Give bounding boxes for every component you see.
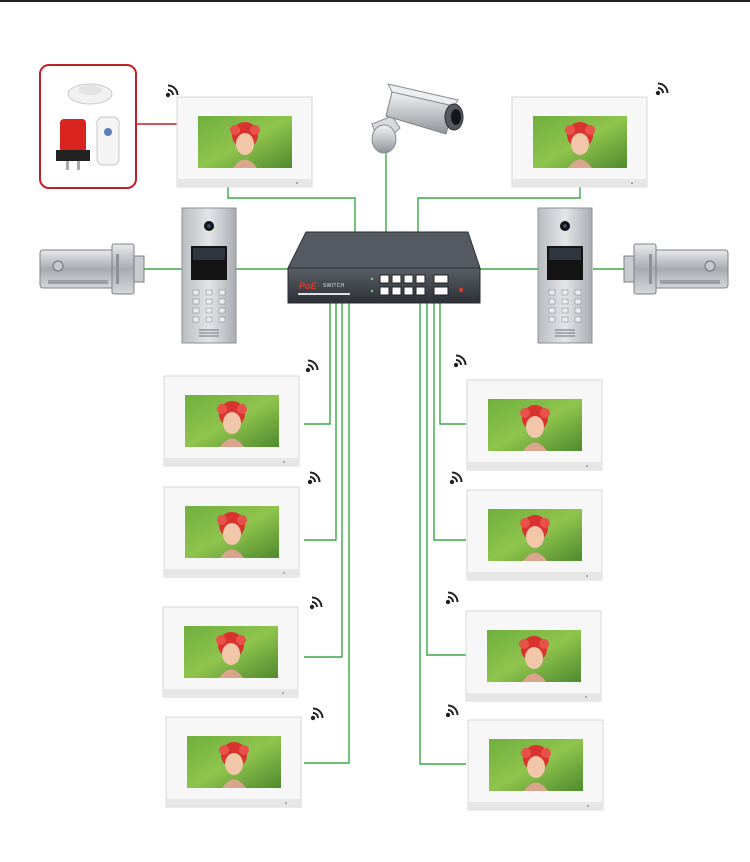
wire-top-left-monitor [227, 185, 356, 232]
wire-right-monitor-1 [439, 303, 466, 425]
switch-port [403, 286, 414, 296]
wifi-icon-2 [654, 82, 669, 97]
switch-front [287, 267, 481, 304]
switch-port [391, 286, 402, 296]
wifi-icon-3 [304, 359, 319, 374]
switch-port [403, 274, 414, 284]
indoor-monitor-left-1 [163, 375, 300, 467]
wifi-icon-10 [444, 704, 459, 719]
switch-led [370, 277, 374, 281]
switch-led [370, 289, 374, 293]
switch-top [287, 231, 481, 269]
wire-left-monitor-3 [304, 303, 343, 658]
switch-brand-label: PoE [299, 281, 317, 291]
switch-power-led [458, 287, 464, 293]
wifi-icon-7 [452, 354, 467, 369]
wire-left-monitor-4 [304, 303, 350, 764]
electric-lock-left [39, 243, 145, 295]
switch-uplink-port [433, 286, 449, 296]
indoor-monitor-right-4 [467, 719, 604, 811]
wire-top-right-monitor [417, 185, 581, 232]
indoor-monitor-top-left [176, 96, 313, 188]
device-layer [39, 64, 729, 811]
wire-left-monitor-2 [304, 303, 337, 541]
wire-right-monitor-2 [433, 303, 466, 541]
top-border-line [0, 0, 750, 2]
switch-uplink-port [433, 274, 449, 284]
door-station-left [181, 207, 237, 344]
wire-right-monitor-4 [419, 303, 466, 765]
switch-port [379, 274, 390, 284]
wifi-icon-5 [308, 596, 323, 611]
wifi-icon-1 [164, 84, 179, 99]
wifi-icon-8 [448, 471, 463, 486]
camera-lens [451, 109, 461, 125]
switch-port [379, 286, 390, 296]
electric-lock-right [623, 243, 729, 295]
camera-mount [371, 124, 397, 154]
indoor-monitor-right-2 [466, 489, 603, 581]
door-station-right [537, 207, 593, 344]
switch-port [415, 286, 426, 296]
wifi-icon-9 [444, 591, 459, 606]
indoor-monitor-left-4 [165, 716, 302, 808]
alarm-group-border [39, 64, 137, 189]
indoor-monitor-top-right [511, 96, 648, 188]
alarm-siren [60, 119, 86, 153]
cctv-camera-icon [371, 83, 464, 154]
wifi-icon-4 [306, 471, 321, 486]
wire-left-monitor-1 [304, 303, 331, 425]
switch-stripe [298, 293, 350, 295]
switch-port [391, 274, 402, 284]
wire-right-monitor-3 [426, 303, 466, 656]
alarm-sensors-icon [39, 64, 137, 189]
switch-port [415, 274, 426, 284]
wire-layer [136, 123, 630, 765]
poe-switch [287, 231, 481, 304]
motion-sensor [96, 116, 120, 166]
indoor-monitor-right-1 [466, 379, 603, 471]
indoor-monitor-left-2 [163, 486, 300, 578]
indoor-monitor-left-3 [162, 606, 299, 698]
switch-model-label: SWITCH [323, 283, 345, 289]
wifi-icon-6 [309, 707, 324, 722]
indoor-monitor-right-3 [465, 610, 602, 702]
